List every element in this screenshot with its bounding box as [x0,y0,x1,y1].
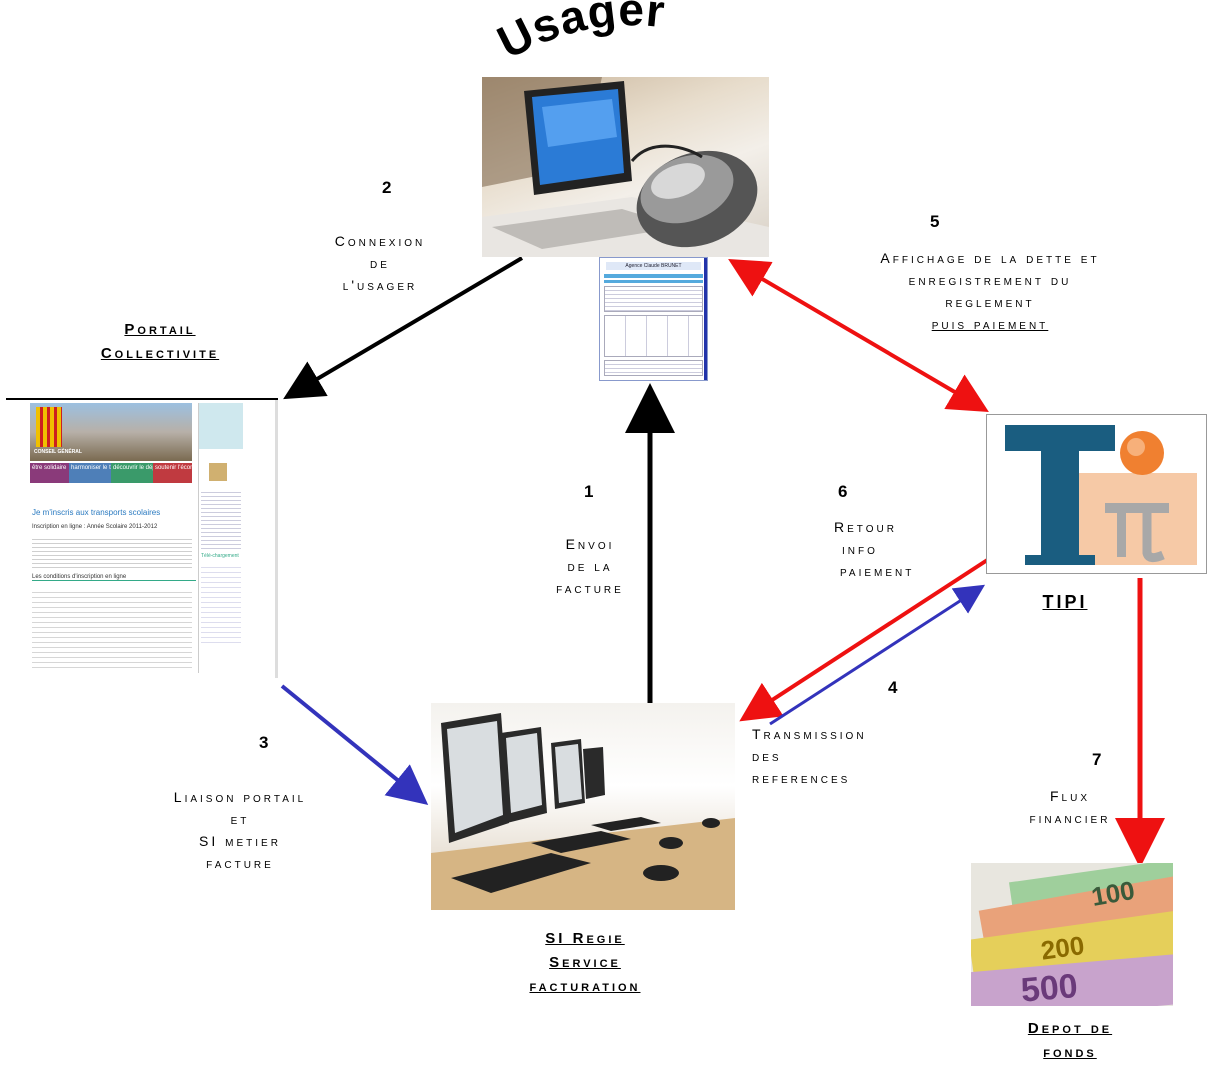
depot-title-line2: fonds [1043,1044,1097,1061]
arrow-transmission [769,584,986,726]
step-3-number: 3 [259,733,269,752]
step-6-number: 6 [838,482,848,501]
money-image: 200 100 500 [971,863,1173,1006]
depot-title: Depot de fonds [975,1017,1165,1065]
arrow-retour-info [739,553,997,722]
portail-logo [36,407,62,447]
si-regie-title-line1: SI Regie [545,930,625,947]
portail-section: Les conditions d'inscription en ligne [32,574,196,581]
banknote-200: 200 [1038,929,1087,966]
step-2-number: 2 [382,178,392,197]
portail-side-title: Télé-chargement [201,553,239,559]
si-regie-title: SI Regie Service facturation [485,927,685,999]
tipi-logo [986,414,1207,574]
step-1-number: 1 [584,482,594,501]
depot-title-line1: Depot de [1027,1020,1113,1037]
step-4-label: Transmission des references [752,726,867,786]
step-6-label: Retour info paiement [834,519,915,579]
step-1-label: Envoi de la facture [556,536,624,596]
arrow-affichage-paiement [728,258,989,413]
nav-item-1[interactable]: être solidaire [30,463,70,483]
step-4-number: 4 [888,678,898,697]
portail-screenshot: CONSEIL GÉNÉRAL être solidaire harmonise… [6,398,278,678]
portail-heading: Je m'inscris aux transports scolaires [32,508,161,517]
banknote-100: 100 [1089,874,1137,912]
usager-image [482,77,769,257]
portail-banner-label: CONSEIL GÉNÉRAL [34,449,82,455]
arrow-connexion [283,256,524,400]
portail-sidebar: Télé-chargement [198,403,243,673]
invoice-header: Agence Claude BRUNET [606,262,701,270]
banknote-500: 500 [1019,966,1080,1006]
invoice-document: Agence Claude BRUNET [599,257,708,381]
tipi-pi-icon [1005,425,1197,565]
portail-title-line2: Collectivite [100,345,220,362]
portail-title-line1: Portail [124,321,196,338]
step-7-label: Flux financier [1029,788,1111,826]
step-2-label: Connexion de l'usager [334,233,426,293]
usager-title: Usager [490,0,668,68]
si-regie-title-line3: facturation [529,978,641,995]
tipi-title: TIPI [1042,592,1088,612]
si-regie-image [431,703,735,910]
nav-item-2[interactable]: harmoniser le territoire [69,463,111,483]
portail-banner: CONSEIL GÉNÉRAL [30,403,192,461]
nav-item-3[interactable]: découvrir le département [111,463,153,483]
step-5-number: 5 [930,212,940,231]
arrow-liaison-portail [280,684,429,806]
portail-subheading: Inscription en ligne : Année Scolaire 20… [32,524,158,530]
nav-item-4[interactable]: soutenir l'économie [152,463,192,483]
computer-mouse-icon [482,77,769,257]
computers-icon [431,713,735,910]
portail-nav: être solidaire harmoniser le territoire … [30,463,192,483]
step-5-label: Affichage de la dette et enregistrement … [880,250,1100,332]
si-regie-title-line2: Service [549,954,621,971]
step-7-number: 7 [1092,750,1102,769]
portail-title: Portail Collectivite [60,318,260,366]
usager-title-text: Usager [490,0,667,68]
svg-text:Usager: Usager [490,0,668,68]
step-3-label: Liaison portail et SI metier facture [173,789,307,871]
